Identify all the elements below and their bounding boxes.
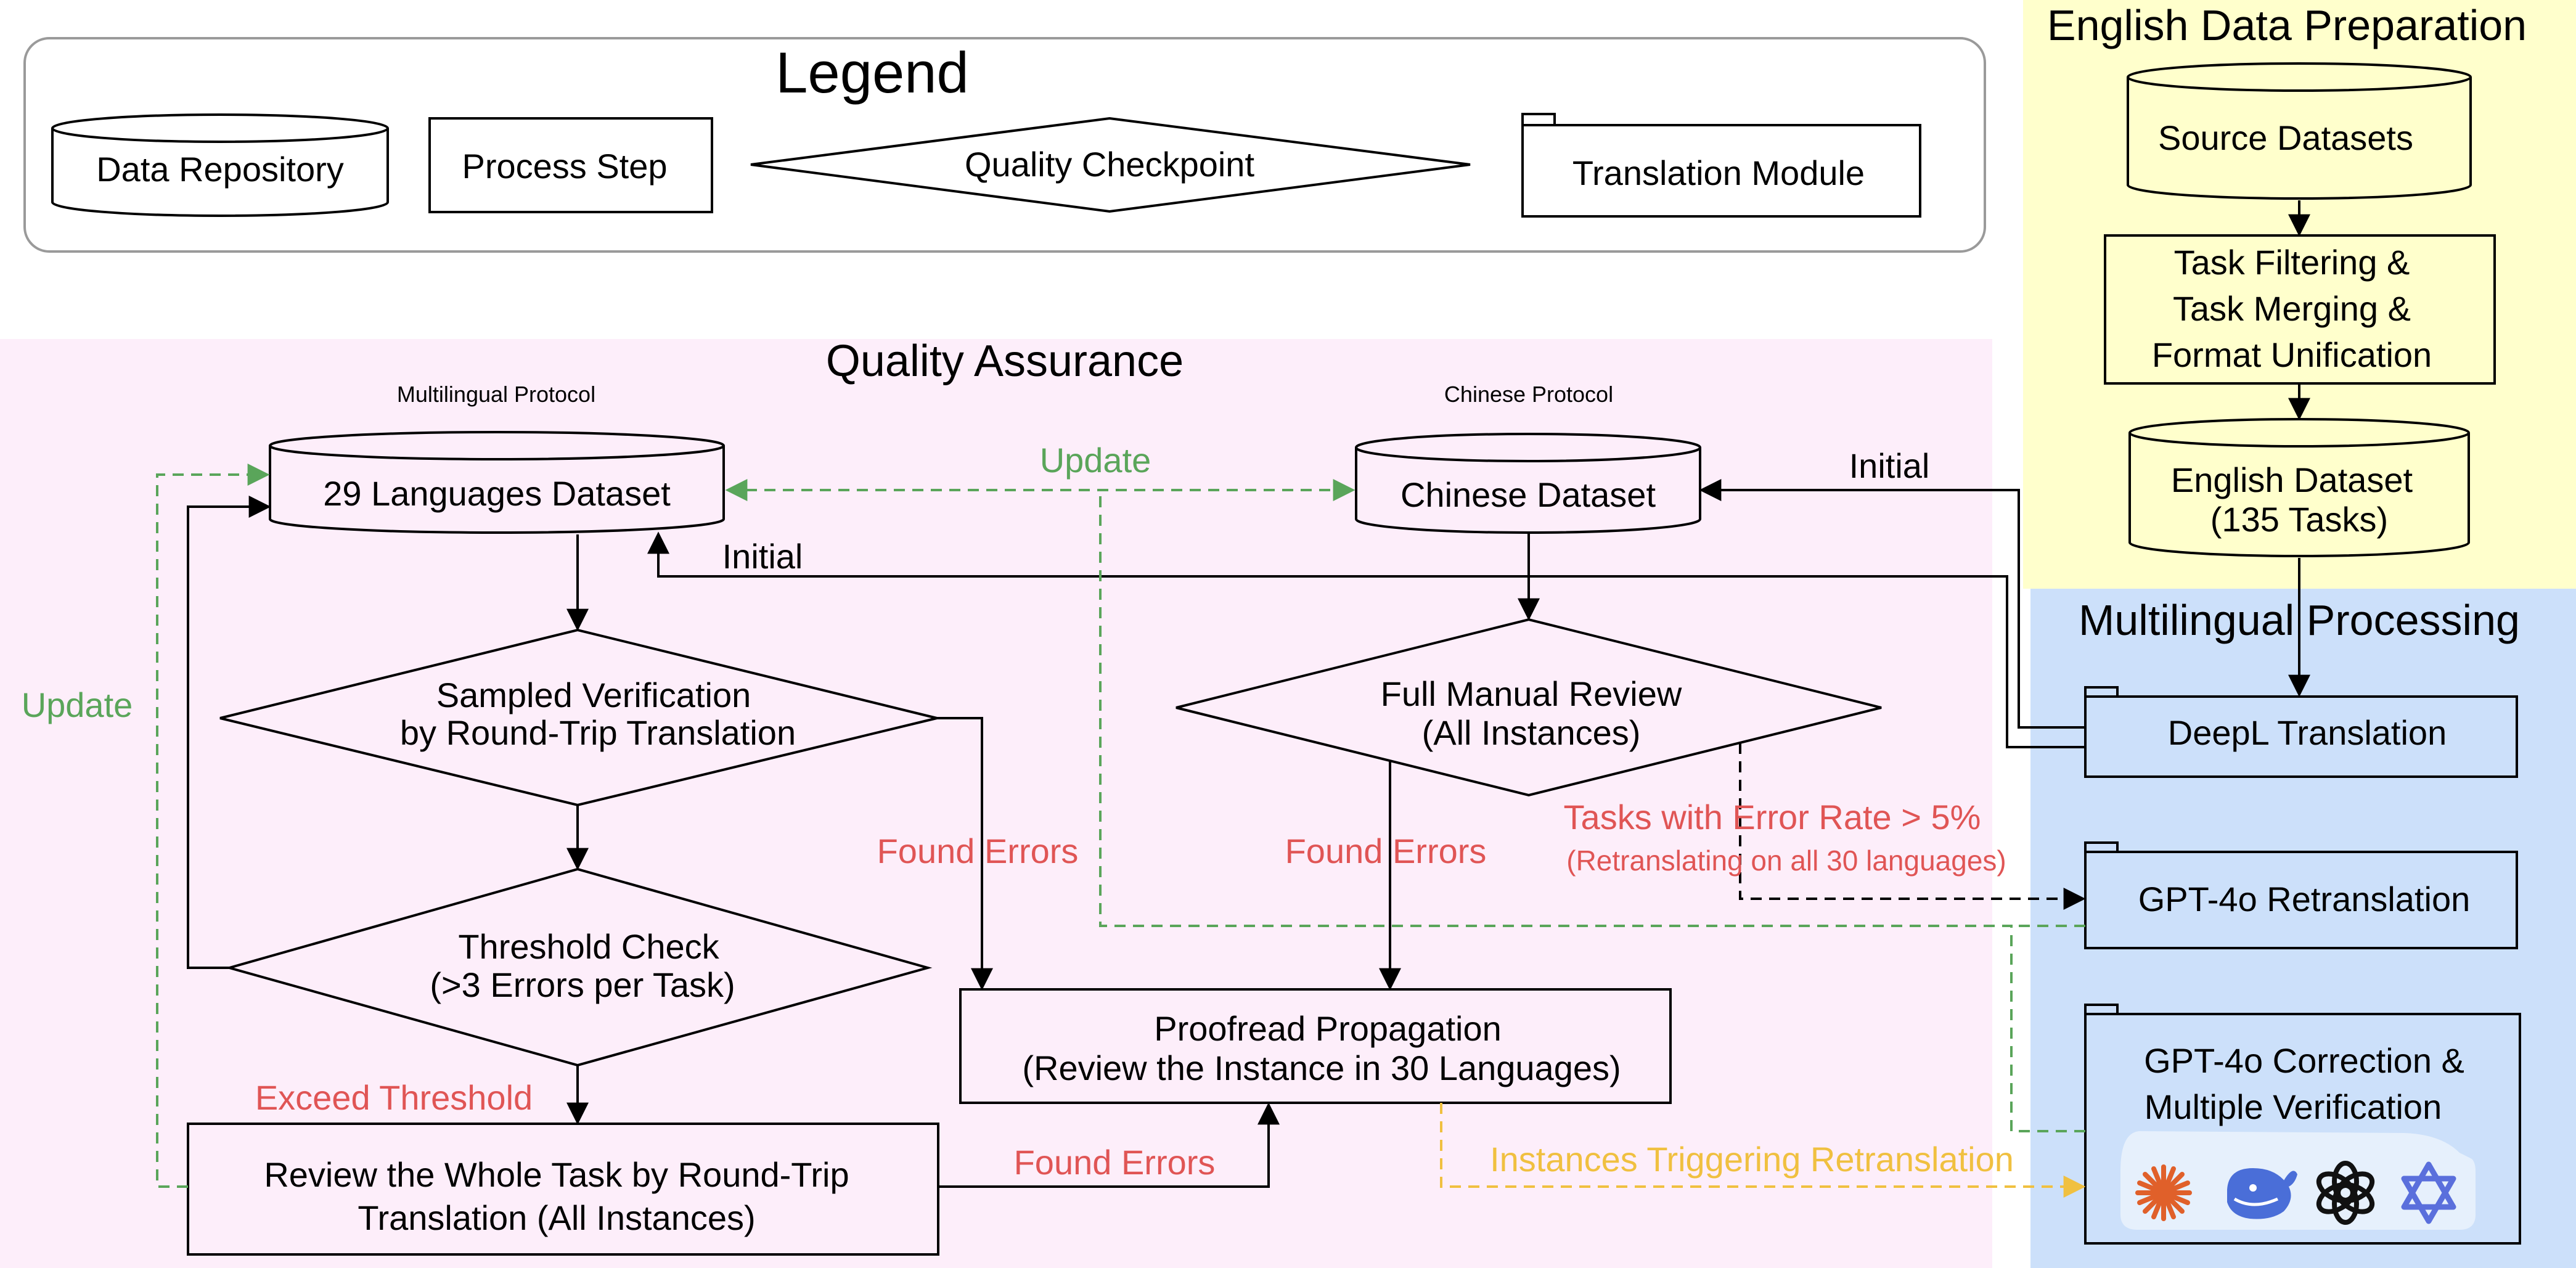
label-update-left: Update — [22, 685, 133, 724]
openai-icon — [2316, 1161, 2375, 1225]
qwen-icon — [2401, 1161, 2456, 1224]
review-whole-task-line1: Review the Whole Task by Round-Trip — [264, 1155, 849, 1194]
task-filtering-line1: Task Filtering & — [2174, 243, 2410, 282]
sampled-verification-checkpoint: Sampled Verification by Round-Trip Trans… — [219, 628, 938, 807]
deepl-translation-label: DeepL Translation — [2168, 713, 2447, 752]
claude-icon — [2135, 1164, 2192, 1221]
task-filtering-step: Task Filtering & Task Merging & Format U… — [2104, 234, 2496, 385]
label-update-top: Update — [1040, 441, 1151, 480]
proofread-propagation-line1: Proofread Propagation — [1154, 1009, 1502, 1048]
gpt4o-correction-line2: Multiple Verification — [2145, 1087, 2442, 1126]
english-section-title: English Data Preparation — [2047, 1, 2527, 49]
gpt4o-correction-line1: GPT-4o Correction & — [2144, 1041, 2464, 1080]
label-exceed-threshold: Exceed Threshold — [255, 1078, 533, 1117]
chinese-protocol-label: Chinese Protocol — [1444, 382, 1613, 407]
label-error-rate-line1: Tasks with Error Rate > 5% — [1564, 798, 1981, 836]
review-whole-task-step: Review the Whole Task by Round-Trip Tran… — [187, 1123, 939, 1256]
qa-section-title: Quality Assurance — [826, 337, 1184, 386]
arrow-update-from-correction — [1099, 490, 2085, 1132]
arrow-sampled-to-proofread — [937, 717, 993, 991]
chinese-dataset-label: Chinese Dataset — [1400, 475, 1656, 514]
arrow-review-whole-to-proofread — [938, 1102, 1280, 1188]
gpt4o-correction-module: GPT-4o Correction & Multiple Verificatio… — [2084, 1004, 2521, 1245]
source-datasets-label: Source Datasets — [2158, 118, 2413, 157]
deepseek-icon — [2227, 1168, 2297, 1219]
task-filtering-line3: Format Unification — [2152, 335, 2432, 374]
proofread-propagation-step: Proofread Propagation (Review the Instan… — [959, 988, 1672, 1104]
multilingual-protocol-label: Multilingual Protocol — [397, 382, 595, 407]
gpt4o-retranslation-label: GPT-4o Retranslation — [2138, 880, 2470, 918]
threshold-check-line1: Threshold Check — [458, 927, 719, 966]
gpt4o-retranslation-module: GPT-4o Retranslation — [2084, 841, 2518, 949]
legend-data-repository-label: Data Repository — [96, 150, 344, 189]
label-found-errors-3: Found Errors — [1014, 1143, 1216, 1182]
english-dataset-line1: English Dataset — [2171, 460, 2413, 499]
chinese-dataset: Chinese Dataset — [1355, 433, 1701, 534]
label-found-errors-1: Found Errors — [877, 832, 1079, 870]
full-manual-review-line2: (All Instances) — [1422, 713, 1641, 752]
english-dataset: English Dataset (135 Tasks) — [2128, 418, 2470, 557]
sampled-verification-line1: Sampled Verification — [436, 676, 751, 714]
threshold-check-checkpoint: Threshold Check (>3 Errors per Task) — [224, 867, 933, 1067]
arrow-deepl-to-chinese — [1699, 479, 2085, 729]
arrow-threshold-loop-to-languages — [187, 496, 271, 969]
arrow-proofread-to-correction — [1440, 1103, 2086, 1198]
label-initial-left: Initial — [722, 537, 803, 576]
arrow-deepl-to-languages — [647, 531, 2085, 748]
label-initial-right: Initial — [1849, 446, 1930, 485]
label-instances-retranslation: Instances Triggering Retranslation — [1490, 1140, 2014, 1179]
multilingual-section-title: Multilingual Processing — [2079, 596, 2520, 644]
arrow-update-review-to-languages — [156, 464, 270, 1188]
languages-dataset: 29 Languages Dataset — [269, 431, 725, 534]
label-error-rate-line2: (Retranslating on all 30 languages) — [1566, 845, 2006, 877]
legend-quality-checkpoint-label: Quality Checkpoint — [965, 145, 1254, 184]
deepl-translation-module: DeepL Translation — [2084, 686, 2518, 778]
review-whole-task-line2: Translation (All Instances) — [358, 1198, 755, 1237]
legend-translation-module: Translation Module — [1521, 113, 1921, 218]
legend-translation-module-label: Translation Module — [1572, 153, 1865, 192]
english-dataset-line2: (135 Tasks) — [2210, 500, 2388, 539]
full-manual-review-line1: Full Manual Review — [1381, 674, 1682, 713]
arrow-full-review-to-retranslation — [1739, 743, 2086, 910]
legend-process-step-label: Process Step — [462, 147, 667, 186]
legend-process-step: Process Step — [428, 117, 713, 213]
sampled-verification-line2: by Round-Trip Translation — [400, 713, 796, 752]
threshold-check-line2: (>3 Errors per Task) — [430, 965, 735, 1004]
label-found-errors-2: Found Errors — [1285, 832, 1487, 870]
legend-title: Legend — [775, 40, 969, 105]
legend-quality-checkpoint: Quality Checkpoint — [750, 117, 1471, 213]
model-icon-bar — [2120, 1131, 2476, 1230]
task-filtering-line2: Task Merging & — [2173, 289, 2411, 328]
full-manual-review-checkpoint: Full Manual Review (All Instances) — [1176, 618, 1882, 797]
proofread-propagation-line2: (Review the Instance in 30 Languages) — [1022, 1049, 1621, 1087]
source-datasets: Source Datasets — [2127, 62, 2472, 200]
languages-dataset-label: 29 Languages Dataset — [323, 474, 671, 513]
legend-data-repository: Data Repository — [51, 113, 389, 217]
